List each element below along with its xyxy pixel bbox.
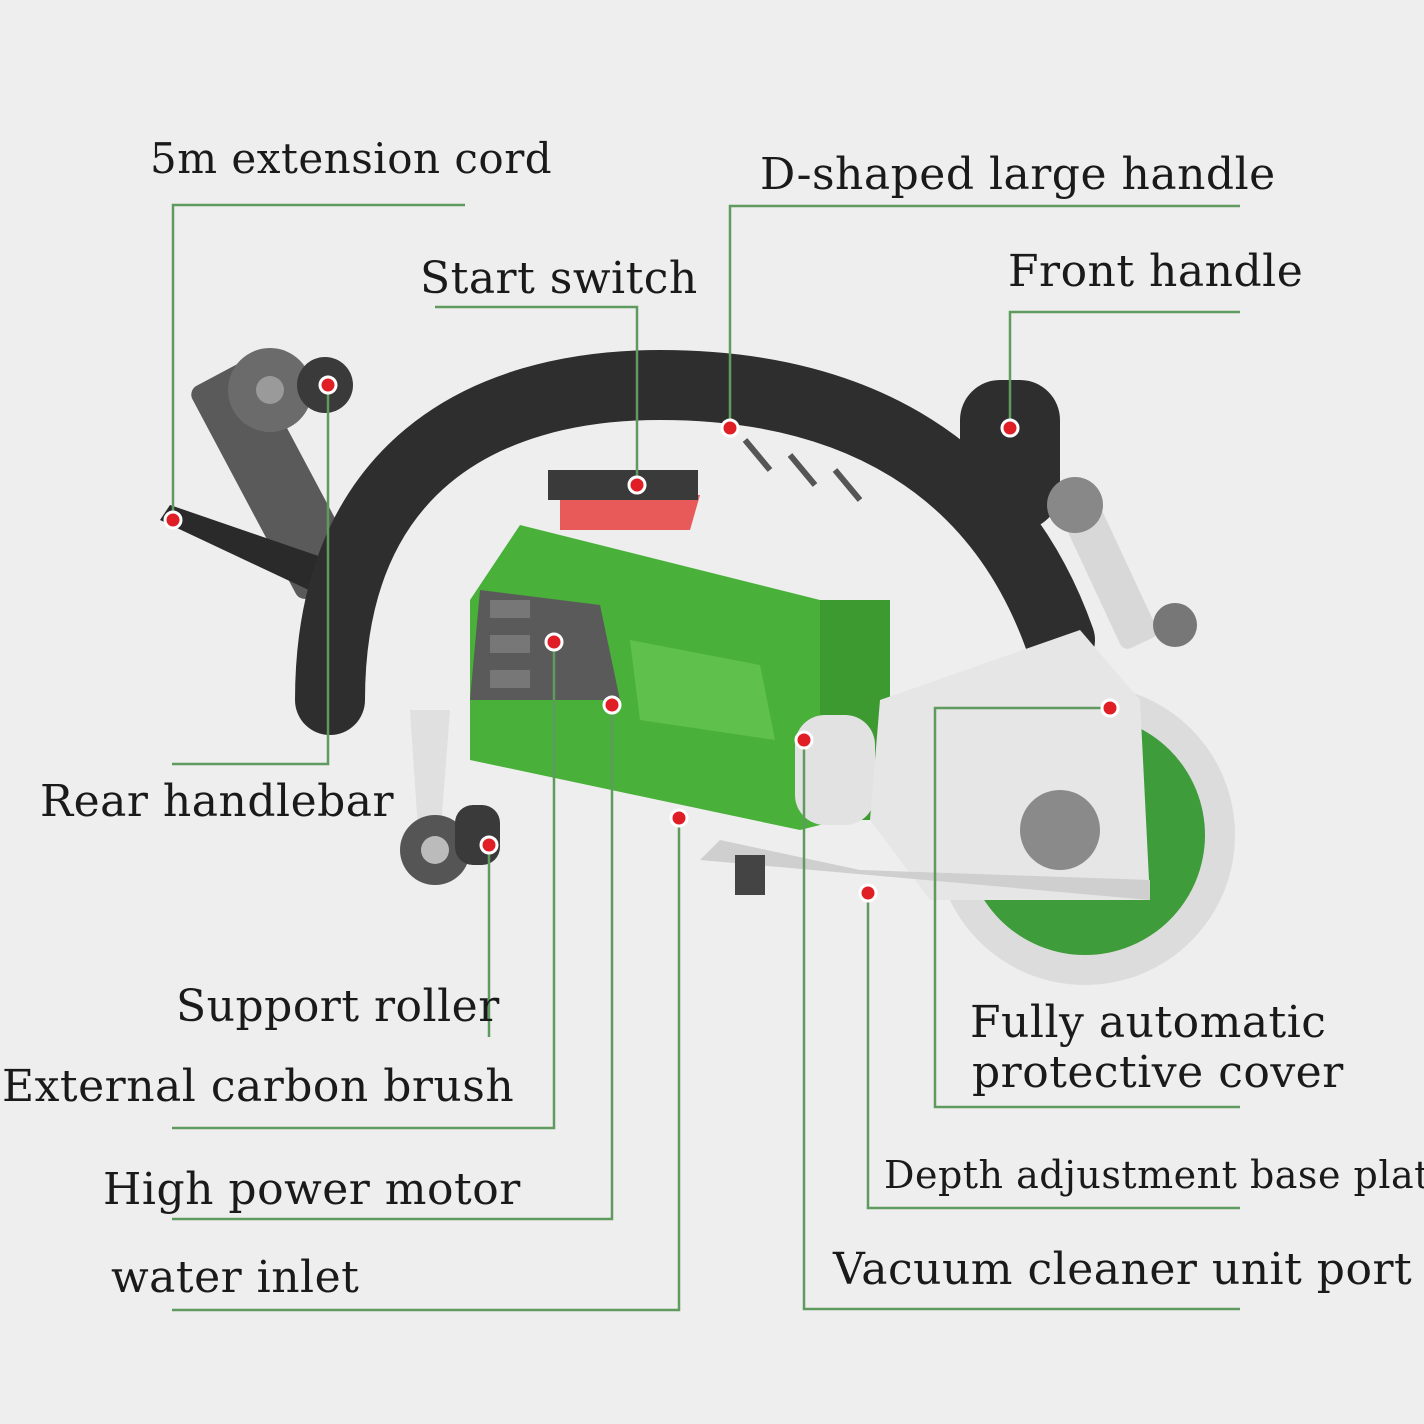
label-rear-handlebar: Rear handlebar	[40, 776, 395, 827]
red-dot-icon	[794, 730, 814, 750]
label-vacuum-port: Vacuum cleaner unit port	[833, 1244, 1413, 1295]
red-dot-icon	[1100, 698, 1120, 718]
callout-markers	[163, 375, 1120, 903]
red-dot-icon	[858, 883, 878, 903]
leader-d-handle	[728, 204, 1240, 428]
red-dot-icon	[602, 695, 622, 715]
leader-carbon-brush	[172, 642, 556, 1130]
red-dot-icon	[544, 632, 564, 652]
leader-rear-handlebar	[172, 385, 330, 766]
red-dot-icon	[720, 418, 740, 438]
leader-start-switch	[435, 305, 639, 485]
label-base-plate: Depth adjustment base plate	[884, 1153, 1424, 1197]
label-support-roller: Support roller	[176, 981, 500, 1032]
leader-cover	[933, 706, 1240, 1109]
red-dot-icon	[669, 808, 689, 828]
leader-extension-cord	[171, 203, 465, 520]
label-d-handle: D-shaped large handle	[760, 149, 1276, 200]
label-start-switch: Start switch	[420, 253, 698, 304]
leader-vacuum-port	[802, 740, 1240, 1311]
leader-water-inlet	[172, 818, 681, 1312]
label-cover-line2: protective cover	[972, 1047, 1344, 1098]
label-water-inlet: water inlet	[111, 1252, 360, 1303]
saw-body	[160, 348, 1235, 985]
red-dot-icon	[163, 510, 183, 530]
label-cover-line1: Fully automatic	[970, 997, 1327, 1048]
leader-front-handle	[1008, 310, 1240, 428]
red-dot-icon	[627, 475, 647, 495]
red-dot-icon	[1000, 418, 1020, 438]
label-extension-cord: 5m extension cord	[150, 134, 553, 183]
red-dot-icon	[479, 835, 499, 855]
leader-lines	[171, 203, 1240, 1312]
leader-motor	[172, 705, 614, 1221]
red-dot-icon	[318, 375, 338, 395]
leader-base-plate	[866, 893, 1240, 1210]
label-carbon-brush: External carbon brush	[2, 1061, 515, 1112]
label-front-handle: Front handle	[1008, 246, 1304, 297]
label-motor: High power motor	[103, 1164, 521, 1215]
